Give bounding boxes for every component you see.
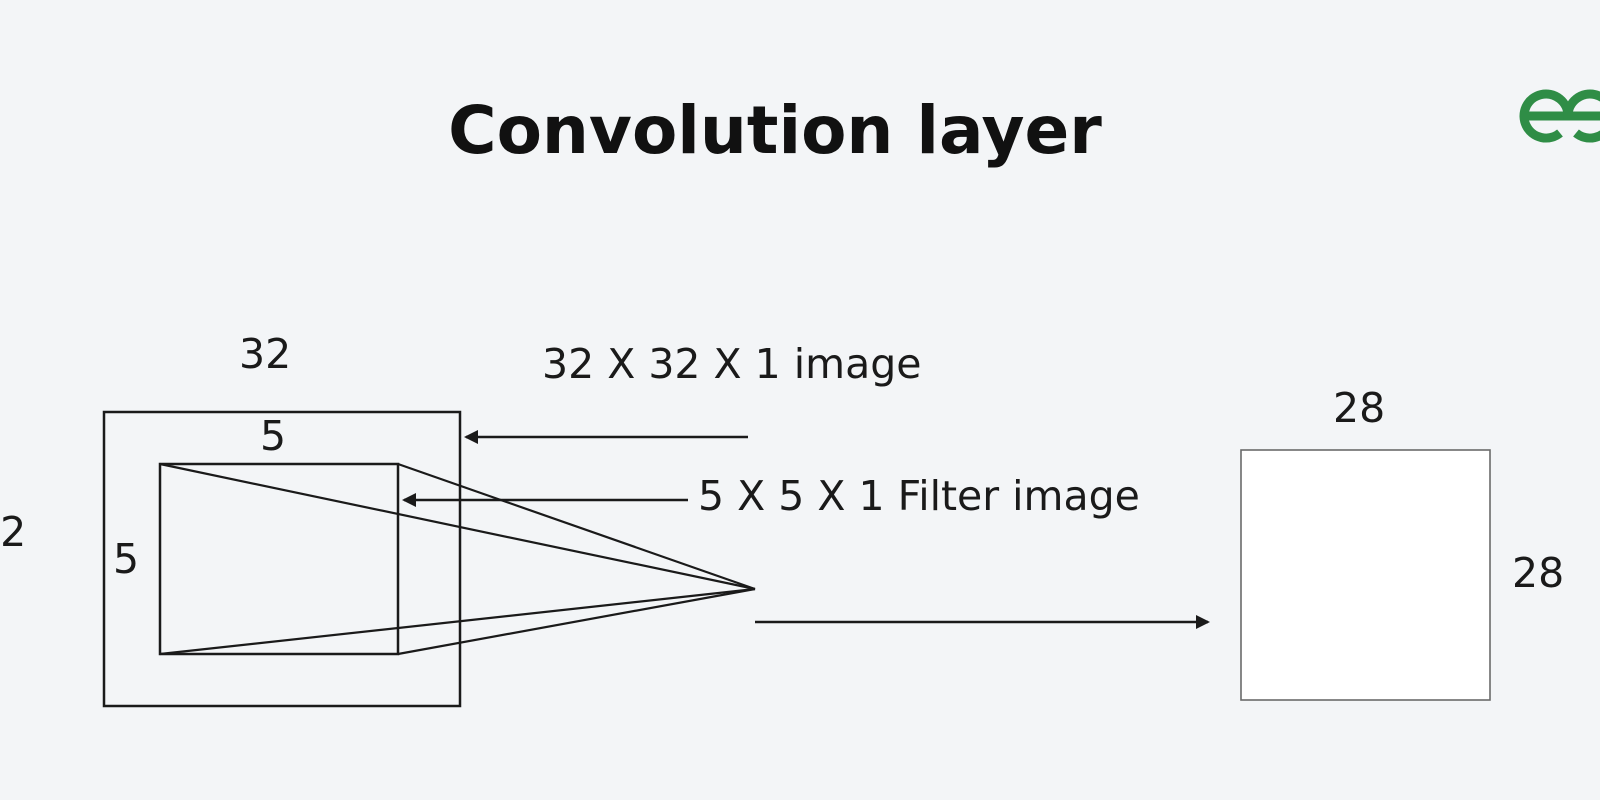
output-width-label: 28: [1333, 384, 1386, 432]
input-caption: 32 X 32 X 1 image: [542, 340, 922, 388]
output-height-label: 28: [1512, 549, 1565, 597]
filter-box: [158, 462, 400, 656]
filter-width-label: 5: [260, 412, 287, 460]
filter-height-label: 5: [113, 535, 140, 583]
geeksforgeeks-logo-icon: [1516, 78, 1600, 148]
projection-lines: [159, 462, 756, 656]
filter-caption: 5 X 5 X 1 Filter image: [698, 472, 1140, 520]
input-image-box: [102, 410, 462, 708]
input-height-label: 32: [0, 508, 27, 556]
output-feature-map-box: [1240, 449, 1491, 701]
page-title: Convolution layer: [448, 92, 1102, 169]
input-width-label: 32: [239, 330, 292, 378]
